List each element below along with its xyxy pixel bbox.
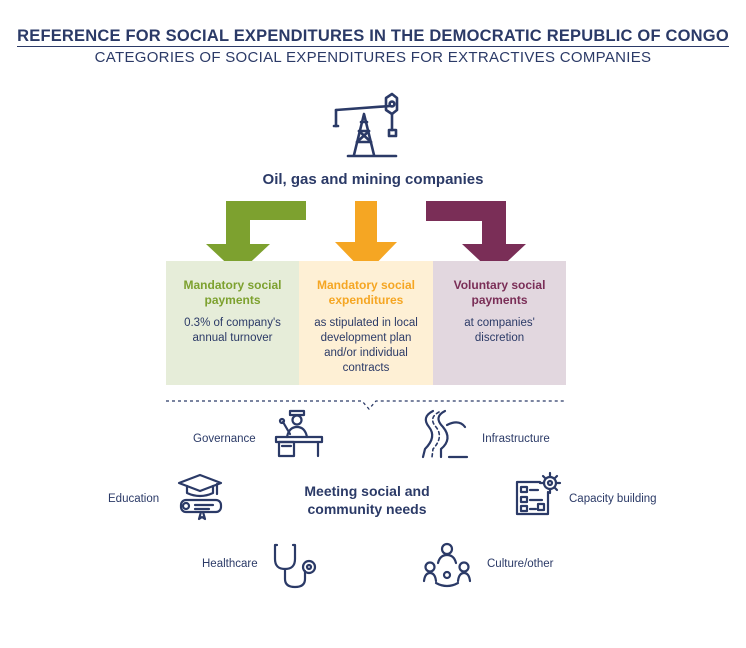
- podium-speaker-icon: [274, 409, 324, 458]
- category-body: at companies' discretion: [464, 317, 535, 344]
- category-heading: Mandatory social payments: [183, 278, 282, 307]
- category-box-voluntary-payments: Voluntary social payments at companies' …: [433, 261, 566, 385]
- category-box-mandatory-payments: Mandatory social payments 0.3% of compan…: [166, 261, 299, 385]
- oil-pump-jack-icon: [332, 92, 399, 158]
- need-label-education: Education: [108, 493, 160, 505]
- people-group-icon: [422, 542, 472, 588]
- companies-label: Oil, gas and mining companies: [262, 171, 484, 188]
- category-box-mandatory-expenditures: Mandatory social expenditures as stipula…: [299, 261, 433, 385]
- category-body: as stipulated in local development plan …: [314, 317, 418, 374]
- center-needs-label: Meeting social and community needs: [304, 483, 430, 517]
- gear-chart-icon: [515, 471, 562, 516]
- need-label-infrastructure: Infrastructure: [482, 433, 550, 445]
- page-subtitle: CATEGORIES OF SOCIAL EXPENDITURES FOR EX…: [94, 49, 652, 66]
- category-heading: Voluntary social payments: [453, 278, 546, 307]
- need-label-capacity-building: Capacity building: [569, 493, 657, 505]
- category-heading: Mandatory social expenditures: [316, 278, 416, 307]
- stethoscope-icon: [273, 543, 317, 589]
- road-icon: [421, 409, 469, 459]
- page-title: REFERENCE FOR SOCIAL EXPENDITURES IN THE…: [17, 27, 729, 47]
- orange-arrow-icon: [335, 201, 397, 274]
- need-label-healthcare: Healthcare: [202, 558, 258, 570]
- graduation-cap-diploma-icon: [177, 473, 223, 521]
- need-label-governance: Governance: [193, 433, 256, 445]
- purple-arrow-icon: [426, 201, 526, 274]
- category-body: 0.3% of company's annual turnover: [184, 317, 281, 344]
- need-label-culture-other: Culture/other: [487, 558, 554, 570]
- green-arrow-icon: [206, 201, 306, 274]
